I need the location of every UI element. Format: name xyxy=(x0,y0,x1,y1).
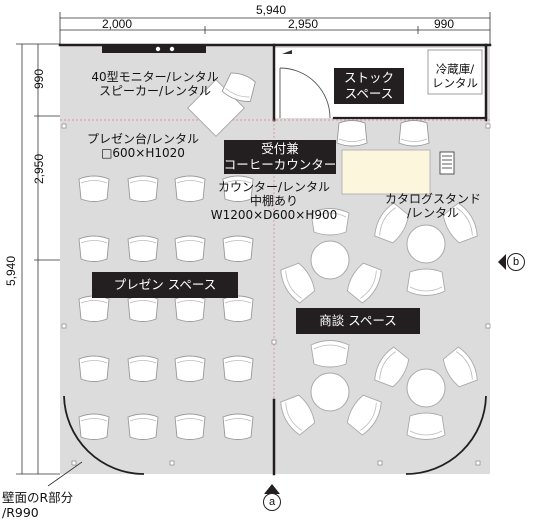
reception-label-line2: コーヒーカウンター xyxy=(223,157,337,172)
monitor-label-line1: 40型モニター/レンタル xyxy=(91,70,219,84)
catalog-label: カタログスタンド /レンタル xyxy=(378,192,488,220)
door-marker xyxy=(282,50,292,54)
fridge-label: 冷蔵庫/ レンタル xyxy=(428,62,482,90)
counter-label-line3: W1200×D600×H900 xyxy=(210,208,338,222)
monitor xyxy=(102,46,206,53)
catalog-label-line1: カタログスタンド xyxy=(384,192,481,206)
stock-space-label: ストック スペース xyxy=(334,68,404,104)
coffee-counter xyxy=(341,149,431,195)
reception-label: 受付兼 コーヒーカウンター xyxy=(224,140,336,174)
overall-height-dim: 5,940 xyxy=(4,255,18,287)
reception-label-line1: 受付兼 xyxy=(261,141,299,156)
meeting-space-label: 商談 スペース xyxy=(296,308,420,334)
monitor-speaker-icons xyxy=(155,46,175,52)
catalog-stand xyxy=(439,151,455,175)
fridge-label-line1: 冷蔵庫/ xyxy=(435,62,475,76)
stock-door xyxy=(279,67,331,119)
wall-r-label-line1: 壁面のR部分 xyxy=(2,490,74,505)
monitor-label: 40型モニター/レンタル スピーカー/レンタル xyxy=(90,70,220,98)
podium-label-line1: プレゼン台/レンタル xyxy=(86,132,200,146)
right-segment-dim: 990 xyxy=(434,17,455,31)
walls xyxy=(58,43,492,476)
catalog-label-line2: /レンタル xyxy=(406,206,460,220)
counter-label-line2: 中棚あり xyxy=(249,194,298,208)
overall-width-dim: 5,940 xyxy=(256,3,287,17)
wall-r-label: 壁面のR部分 /R990 xyxy=(2,490,73,520)
marker-b-arrow xyxy=(498,254,506,270)
marker-a: a xyxy=(263,493,281,511)
left-mid-dim: 2,950 xyxy=(32,153,46,185)
left-curved-wall xyxy=(63,395,145,475)
mid-segment-dim: 2,950 xyxy=(288,17,319,31)
left-upper-dim: 990 xyxy=(32,68,46,90)
presen-space-label: プレゼン スペース xyxy=(92,272,238,298)
stock-label-line2: スペース xyxy=(344,86,394,101)
outlet-markers xyxy=(61,123,491,466)
fridge xyxy=(427,49,483,95)
counter-label: カウンター/レンタル 中棚あり W1200×D600×H900 xyxy=(186,180,362,222)
left-segment-dim: 2,000 xyxy=(102,17,133,31)
right-curved-wall xyxy=(405,395,487,475)
guide-lines xyxy=(60,119,490,400)
top-dimension-lines xyxy=(59,12,491,44)
counter-label-line1: カウンター/レンタル xyxy=(217,180,331,194)
podium-label: プレゼン台/レンタル □600×H1020 xyxy=(78,132,208,160)
entrance-a-arrow xyxy=(264,484,280,494)
monitor-label-line2: スピーカー/レンタル xyxy=(98,84,212,98)
marker-b: b xyxy=(507,253,525,271)
left-dimension-lines xyxy=(16,43,60,475)
wall-label-leader xyxy=(47,461,83,487)
fridge-label-line2: レンタル xyxy=(432,76,478,90)
stock-label-line1: ストック xyxy=(343,70,394,85)
podium-label-line2: □600×H1020 xyxy=(101,146,185,160)
wall-r-label-line2: /R990 xyxy=(2,505,39,520)
